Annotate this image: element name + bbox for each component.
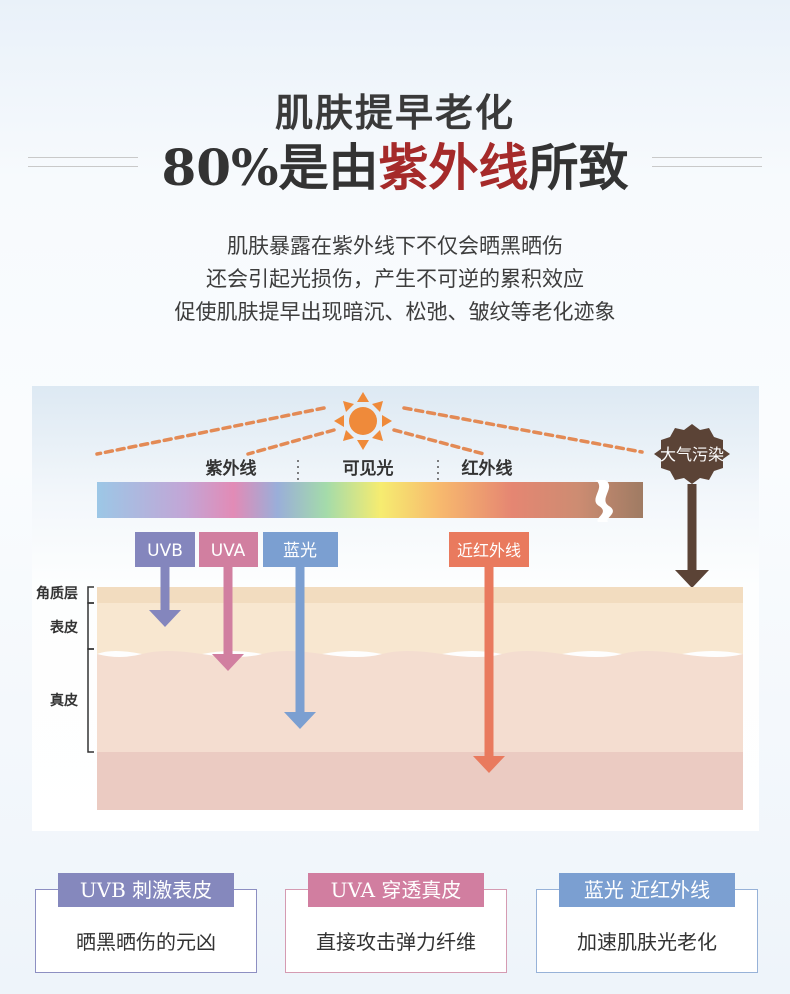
card-uvb: UVB 刺激表皮 晒黑晒伤的元凶 [35, 873, 257, 973]
diagram-canvas: 大气污染 紫外线 可见光 红外线 角质层 表皮 真皮 UVB [36, 392, 743, 810]
description-line-2: 还会引起光损伤，产生不可逆的累积效应 [206, 267, 584, 291]
card-uvb-body: 晒黑晒伤的元凶 [76, 930, 216, 954]
bracket-epidermis [87, 602, 94, 650]
sun-ray-right-inner [392, 428, 486, 456]
title-rule-right [652, 157, 762, 167]
pollution-arrow-head [675, 570, 709, 588]
blue-light-tag [263, 532, 338, 567]
label-stratum-corneum: 角质层 [36, 585, 78, 602]
blue-light-tag-label: 蓝光 [283, 541, 317, 561]
title-suffix: 所致 [528, 138, 629, 197]
epidermis-layer [97, 603, 743, 657]
pollution-label: 大气污染 [660, 445, 724, 464]
bracket-stratum-corneum [87, 586, 94, 604]
title-rule-left [28, 157, 138, 167]
sun-ray-left-outer [95, 406, 326, 456]
label-visible-light: 可见光 [343, 458, 394, 479]
skin-damage-diagram: 大气污染 紫外线 可见光 红外线 角质层 表皮 真皮 UVB [32, 386, 759, 831]
pollution-badge: 大气污染 [654, 424, 730, 484]
stratum-corneum [97, 587, 743, 603]
description-line-1: 肌肤暴露在紫外线下不仅会晒黑晒伤 [227, 234, 563, 258]
page-title-line2: 80%是由紫外线所致 [0, 128, 790, 200]
title-prefix: 80%是由 [161, 138, 379, 197]
uva-arrow-head [212, 654, 244, 671]
description-line-3: 促使肌肤提早出现暗沉、松弛、皱纹等老化迹象 [174, 300, 616, 324]
spectrum-bar [97, 482, 643, 518]
label-dermis: 真皮 [50, 692, 78, 709]
label-infrared: 红外线 [462, 458, 513, 479]
uvb-arrow-head [149, 610, 181, 627]
label-epidermis: 表皮 [49, 619, 78, 636]
card-uva-title: UVA 穿透真皮 [308, 873, 484, 907]
subcutaneous-layer [97, 752, 743, 810]
near-infrared-tag [449, 532, 529, 567]
uva-tag [199, 532, 258, 567]
sun-ray-left-inner [246, 428, 336, 456]
label-ultraviolet: 紫外线 [206, 458, 257, 479]
uva-tag-label: UVA [211, 541, 246, 561]
bracket-dermis [87, 648, 94, 753]
title-highlight: 紫外线 [378, 138, 529, 197]
uvb-tag [135, 532, 195, 567]
near-infrared-arrow-head [473, 756, 505, 773]
page-title-line1: 肌肤提早老化 [274, 90, 515, 135]
uvb-tag-label: UVB [147, 541, 183, 561]
card-uvb-title: UVB 刺激表皮 [58, 873, 234, 907]
blue-light-arrow-head [284, 712, 316, 729]
dermis-layer [97, 651, 743, 752]
sun-ray-right-outer [402, 406, 644, 454]
card-blue-light-title: 蓝光 近红外线 [559, 873, 735, 907]
sun-icon [334, 392, 392, 450]
card-uva-body: 直接攻击弹力纤维 [316, 930, 476, 954]
spectrum-break [595, 480, 613, 522]
card-blue-light-body: 加速肌肤光老化 [577, 930, 717, 954]
card-blue-light: 蓝光 近红外线 加速肌肤光老化 [536, 873, 758, 973]
near-infrared-tag-label: 近红外线 [457, 541, 521, 560]
card-uva: UVA 穿透真皮 直接攻击弹力纤维 [285, 873, 507, 973]
